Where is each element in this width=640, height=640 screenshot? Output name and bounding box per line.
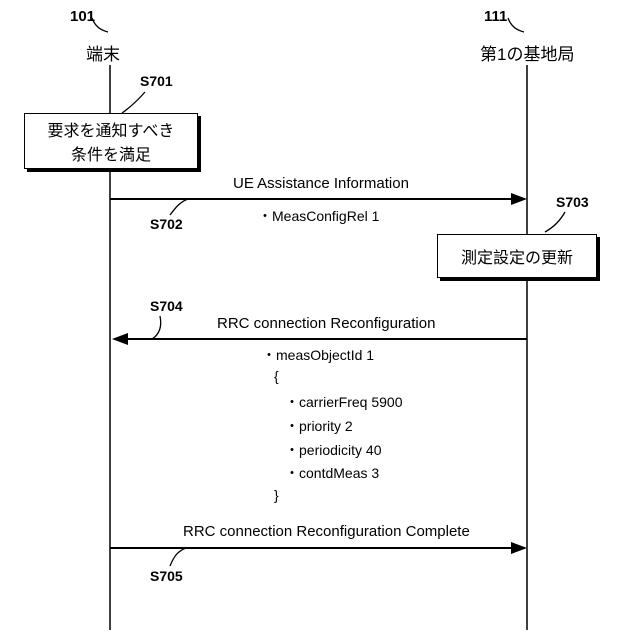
s701-box-line1: 要求を通知すべき xyxy=(48,117,175,141)
s701-label: S701 xyxy=(140,73,173,89)
s704-param-3: ・priority 2 xyxy=(285,416,353,436)
base-station-label: 第1の基地局 xyxy=(480,40,574,65)
s704-label: S704 xyxy=(150,298,183,314)
base-station-ref: 111 xyxy=(484,8,507,25)
s701-box: 要求を通知すべき 条件を満足 xyxy=(24,113,198,169)
s702-leader xyxy=(170,199,188,215)
s704-param-6: } xyxy=(274,487,279,503)
s703-box-text: 測定設定の更新 xyxy=(461,244,573,268)
s705-arrowhead xyxy=(511,542,527,554)
s703-label: S703 xyxy=(556,194,589,210)
s702-param: ・MeasConfigRel 1 xyxy=(258,206,379,226)
s702-label: S702 xyxy=(150,216,183,232)
s703-leader xyxy=(545,212,565,232)
s702-message: UE Assistance Information xyxy=(233,175,409,192)
s705-leader xyxy=(170,548,186,566)
s704-param-1: { xyxy=(274,368,279,384)
s705-message: RRC connection Reconfiguration Complete xyxy=(183,523,470,540)
s704-leader xyxy=(152,316,161,339)
terminal-label: 端末 xyxy=(86,40,120,65)
s701-leader xyxy=(122,92,145,113)
s702-arrowhead xyxy=(511,193,527,205)
s704-param-2: ・carrierFreq 5900 xyxy=(285,392,403,412)
s704-param-5: ・contdMeas 3 xyxy=(285,463,379,483)
terminal-ref: 101 xyxy=(70,8,95,25)
s704-param-4: ・periodicity 40 xyxy=(285,440,382,460)
s704-param-0: ・measObjectId 1 xyxy=(262,345,374,365)
s705-label: S705 xyxy=(150,568,183,584)
s704-message: RRC connection Reconfiguration xyxy=(217,315,435,332)
s704-arrowhead xyxy=(112,333,128,345)
s701-box-line2: 条件を満足 xyxy=(71,141,151,165)
s703-box: 測定設定の更新 xyxy=(437,234,597,278)
base-station-ref-leader xyxy=(508,18,524,32)
